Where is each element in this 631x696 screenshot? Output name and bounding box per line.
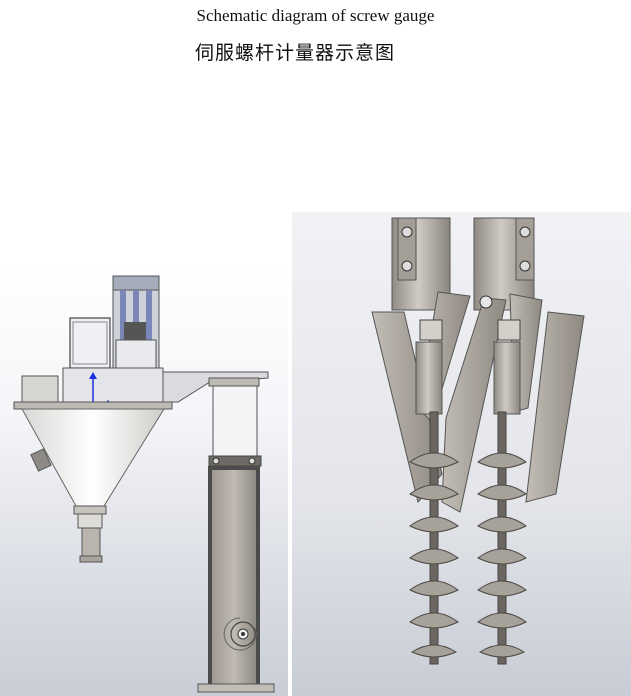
left-auger-housing bbox=[415, 341, 443, 415]
twin-auger-drawing bbox=[292, 212, 631, 696]
twin-auger-closeup-figure bbox=[292, 212, 631, 696]
left-auger-spiral bbox=[409, 452, 459, 658]
right-auger-housing bbox=[493, 341, 521, 415]
drive-platform bbox=[62, 367, 164, 403]
right-auger-spiral bbox=[477, 452, 527, 658]
transparent-cover bbox=[69, 317, 111, 369]
filler-side-view-figure bbox=[0, 266, 288, 696]
title-chinese: 伺服螺杆计量器示意图 bbox=[194, 42, 395, 64]
hopper-flange bbox=[13, 401, 173, 410]
title-english: Schematic diagram of screw gauge bbox=[196, 6, 435, 25]
lift-cylinder bbox=[212, 385, 258, 459]
discharge-nozzle bbox=[81, 527, 101, 561]
handwheel bbox=[230, 621, 256, 647]
right-outer-arm bbox=[525, 311, 585, 503]
filler-side-view-drawing bbox=[0, 266, 288, 696]
